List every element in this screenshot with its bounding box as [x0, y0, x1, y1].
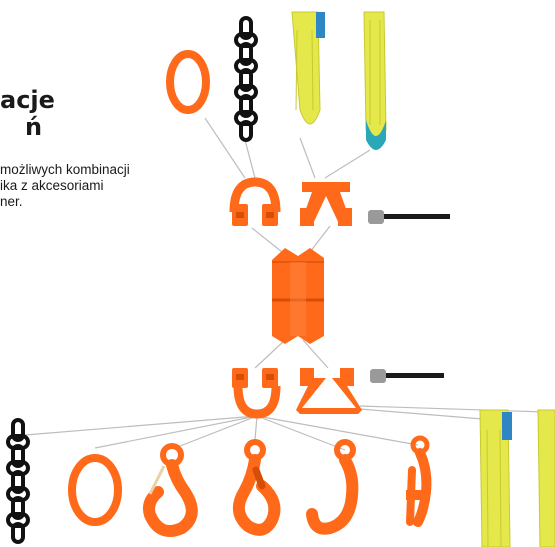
round-sling-icon-lower — [480, 410, 512, 547]
web-sling-connector-icon — [300, 182, 352, 226]
clevis-connector-icon-lower — [232, 368, 278, 414]
open-sling-hook-icon — [312, 442, 353, 529]
bolt-pin-icon — [368, 210, 450, 224]
round-sling-icon-2 — [364, 12, 386, 150]
round-sling-icon-lower-2 — [538, 410, 555, 547]
latch-hook-icon — [149, 446, 192, 531]
chain-icon — [236, 18, 256, 140]
round-sling-icon — [292, 12, 325, 124]
self-locking-hook-icon — [239, 442, 275, 530]
chain-icon-lower — [8, 420, 28, 542]
web-sling-connector-icon-lower — [296, 368, 362, 414]
clevis-connector-icon — [232, 182, 278, 226]
oval-master-link-icon — [170, 54, 206, 110]
shortening-hook-icon — [406, 438, 427, 522]
oval-master-link-icon-lower — [72, 458, 118, 522]
swivel-body-icon — [272, 248, 324, 344]
bolt-pin-icon-lower — [370, 369, 444, 383]
